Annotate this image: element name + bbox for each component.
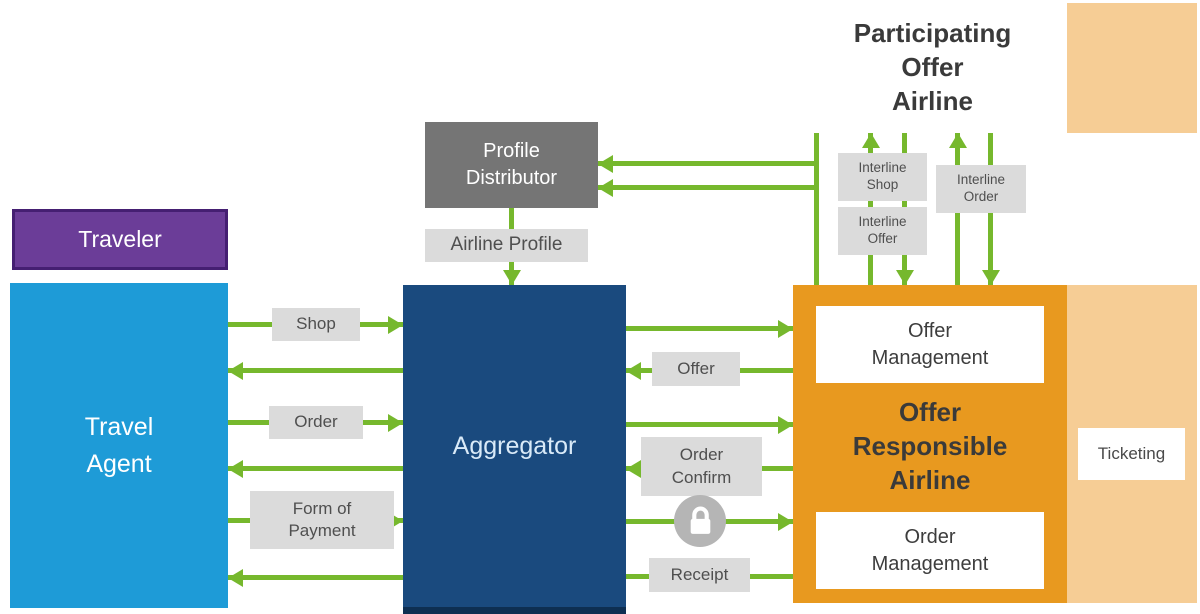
arrow-order-to-airline [626,422,793,427]
travel-agent-box: Travel Agent [10,283,228,608]
ticketing-box: Ticketing [1078,428,1185,480]
receipt-label: Receipt [649,558,750,592]
arrow-receipt-to-travel-agent [228,575,403,580]
arrow-poa-to-profile-distributor [598,161,816,166]
arrow-aggregator-to-travel-agent-1 [228,368,403,373]
aggregator-box: Aggregator [403,285,626,614]
form-of-payment-label: Form of Payment [250,491,394,549]
line-profile-distributor-to-airline-profile [509,208,514,229]
order-label: Order [269,406,363,439]
interline-shop-label: Interline Shop [838,153,927,201]
arrow-ora-to-profile-distributor [598,185,816,190]
shop-label: Shop [272,308,360,341]
order-management-box: Order Management [816,512,1044,589]
arrow-aggregator-to-travel-agent-2 [228,466,403,471]
participating-offer-airline-box: Participating Offer Airline [853,18,1012,116]
order-confirm-label: Order Confirm [641,437,762,496]
interline-order-label: Interline Order [936,165,1026,213]
offer-management-box: Offer Management [816,306,1044,383]
participating-offer-airline-extension [1067,3,1197,133]
profile-distributor-box: Profile Distributor [425,122,598,208]
line-airlines-to-profile-elbow [814,133,819,285]
traveler-box: Traveler [12,209,228,270]
offer-responsible-airline-title: Offer Responsible Airline [852,397,1008,495]
interline-offer-label: Interline Offer [838,207,927,255]
offer-label: Offer [652,352,740,386]
arrow-shop-to-airline [626,326,793,331]
airline-profile-label: Airline Profile [425,229,588,262]
lock-icon [674,495,726,547]
arrow-airline-profile-to-aggregator [509,262,514,285]
